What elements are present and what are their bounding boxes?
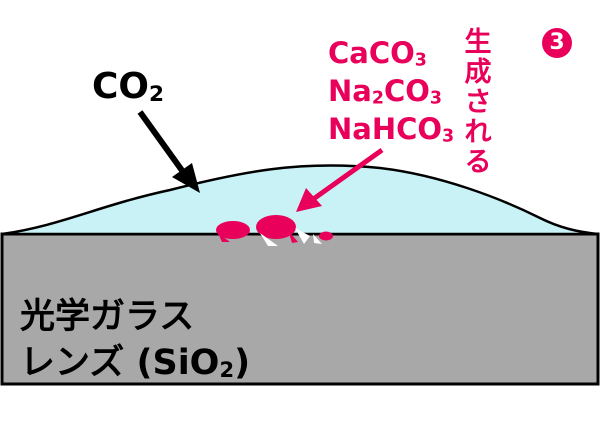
co2-arrow-shaft xyxy=(137,110,189,178)
deposit-shard xyxy=(288,230,298,243)
deposit-shard xyxy=(260,233,278,246)
co2-arrow-head xyxy=(172,163,200,193)
product-nahco3-label: NaHCO3 xyxy=(328,112,455,147)
water-droplet xyxy=(1,164,599,236)
product-caco3-label: CaCO3 xyxy=(328,36,427,71)
generated-vertical-label: 生 成 さ れ る xyxy=(464,27,492,178)
deposit-particle xyxy=(216,221,250,239)
deposit-particle xyxy=(319,231,333,241)
lens-label-line1: 光学ガラス xyxy=(20,297,195,337)
deposit-particle xyxy=(256,215,296,239)
step-number-badge: 3 xyxy=(542,28,572,58)
product-arrow-shaft xyxy=(310,147,384,203)
lens-label-line2: レンズ (SiO2) xyxy=(20,343,251,383)
product-arrow-head xyxy=(296,188,322,212)
product-na2co3-label: Na2CO3 xyxy=(328,74,442,109)
deposit-shard xyxy=(313,234,322,244)
co2-label: CO2 xyxy=(92,66,165,108)
deposit-shard xyxy=(218,233,230,242)
deposit-shard xyxy=(295,228,310,244)
glass-lens-block xyxy=(0,232,600,386)
